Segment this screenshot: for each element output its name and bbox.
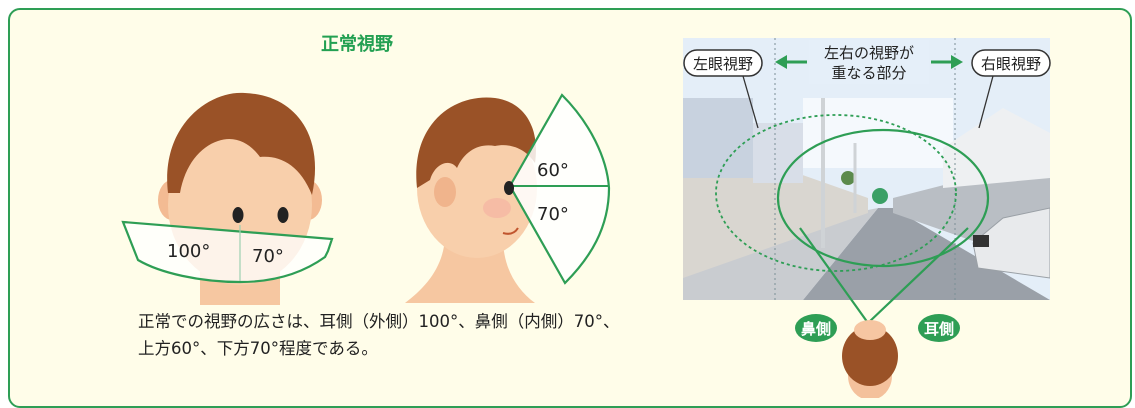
side-neck bbox=[405, 238, 535, 303]
right-eye-field bbox=[776, 128, 990, 268]
scene-car bbox=[972, 207, 1050, 279]
side-upper-angle: 60° bbox=[537, 160, 569, 181]
left-eye-field bbox=[715, 114, 957, 272]
right-eye-label-pointer bbox=[978, 75, 994, 129]
scene-road bbox=[803, 208, 1050, 300]
side-lower-angle: 70° bbox=[537, 204, 569, 225]
side-view-diagram: 60° 70° bbox=[405, 93, 611, 303]
overlap-label-line-1: 左右の視野が bbox=[824, 44, 914, 62]
left-arrow-head bbox=[775, 55, 787, 69]
side-mouth bbox=[502, 227, 519, 235]
front-view-diagram: 100° 70° bbox=[121, 92, 334, 305]
front-right-angle: 70° bbox=[252, 246, 284, 267]
side-field-sector bbox=[508, 93, 611, 285]
top-view-head bbox=[842, 326, 898, 386]
ear-side-label: 耳側 bbox=[924, 320, 954, 338]
front-field-sector bbox=[121, 220, 334, 284]
scene-left-house bbox=[683, 98, 753, 178]
panel-title: 正常視野 bbox=[321, 34, 393, 55]
scene-car-light bbox=[973, 235, 989, 247]
left-eye-label-pointer bbox=[742, 75, 759, 129]
street-scene-diagram: 左眼視野 右眼視野 左右の視野が 重なる部分 鼻側 耳側 bbox=[683, 38, 1051, 398]
right-eye-label: 右眼視野 bbox=[981, 55, 1041, 73]
scene-right-house bbox=[943, 108, 1050, 188]
overlap-label-bg bbox=[809, 40, 929, 84]
front-left-angle: 100° bbox=[167, 241, 210, 262]
top-view-nose bbox=[854, 320, 886, 340]
nose-side-label: 鼻側 bbox=[801, 320, 831, 338]
caption-line-2: 上方60°、下方70°程度である。 bbox=[138, 339, 378, 358]
caption: 正常での視野の広さは、耳側（外側）100°、鼻側（内側）70°、 上方60°、下… bbox=[138, 308, 678, 362]
front-right-eye bbox=[277, 207, 289, 223]
front-left-eye bbox=[232, 207, 244, 223]
left-eye-label: 左眼視野 bbox=[693, 55, 753, 73]
right-eye-label-box bbox=[971, 49, 1051, 77]
nose-side-badge bbox=[795, 314, 837, 342]
side-cheek bbox=[483, 198, 511, 218]
caption-line-1: 正常での視野の広さは、耳側（外側）100°、鼻側（内側）70°、 bbox=[138, 312, 620, 331]
right-arrow-head bbox=[951, 55, 963, 69]
scene-left-house-2 bbox=[753, 123, 803, 183]
left-eye-label-box bbox=[683, 49, 763, 77]
ear-side-badge bbox=[918, 314, 960, 342]
side-hair bbox=[416, 97, 536, 188]
front-hair bbox=[167, 92, 316, 195]
scene-tree bbox=[872, 188, 888, 204]
scene-clouds bbox=[803, 98, 953, 168]
overlap-label-line-2: 重なる部分 bbox=[831, 64, 906, 82]
scene-sidewalk bbox=[683, 208, 878, 300]
side-eye bbox=[504, 181, 514, 195]
side-ear bbox=[434, 177, 456, 207]
scene-tree-2 bbox=[841, 171, 855, 185]
